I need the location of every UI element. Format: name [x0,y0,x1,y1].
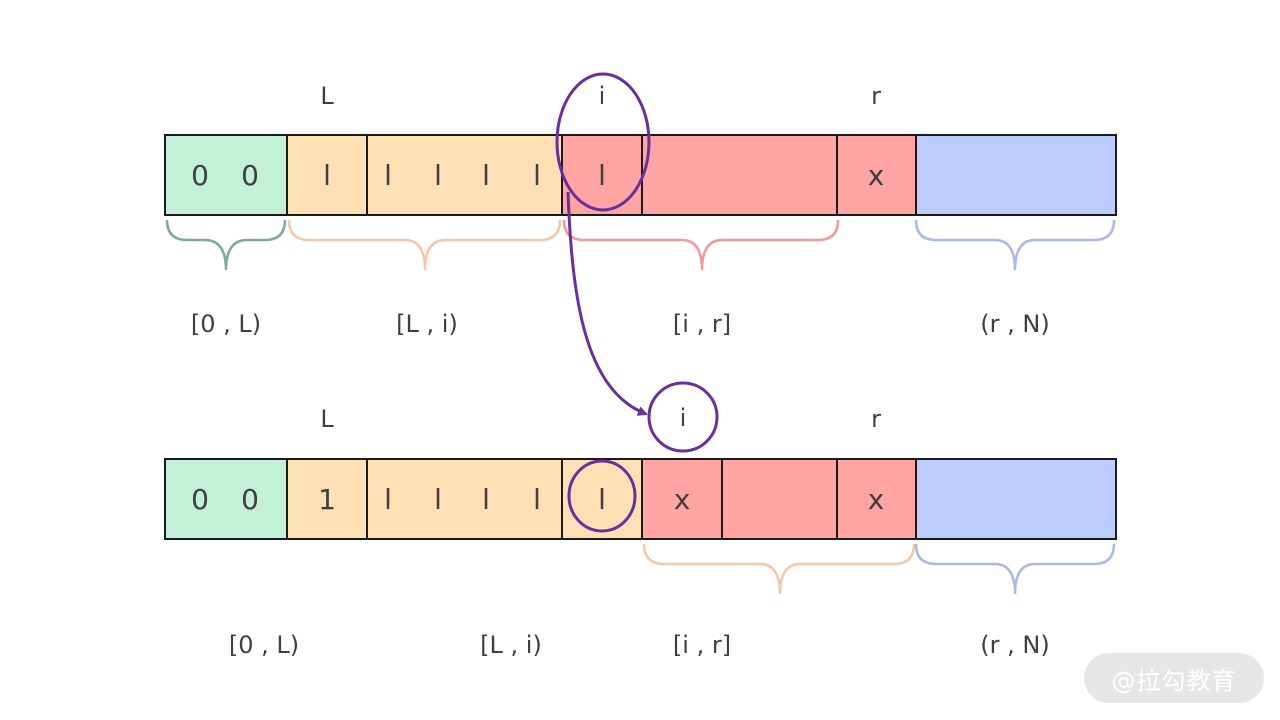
bottom-range-label: [L , i) [480,631,542,659]
top-brace-unknown [562,219,840,271]
top-cell: l [323,159,331,192]
top-cell: l [384,159,392,192]
bottom-range-label: (r , N) [980,631,1049,659]
top-cell: l [533,159,541,192]
bottom-marker-L: L [320,405,334,433]
bottom-cell: l [434,483,442,516]
top-range-label: (r , N) [980,310,1049,338]
bottom-cell: 1 [318,483,336,516]
top-cell: x [868,159,885,192]
top-range-label: [L , i) [396,310,458,338]
bottom-brace-greater [914,543,1116,595]
watermark-text: @拉勾教育 [1111,666,1237,695]
top-greater-region [916,135,1116,215]
bottom-cell: l [533,483,541,516]
bottom-cell: l [598,483,606,516]
bottom-zero-region [165,459,287,539]
top-marker-r: r [871,82,881,110]
top-i-highlight-circle [555,72,651,212]
top-cell: 0 [191,159,209,192]
bottom-cell: x [674,483,691,516]
bottom-swapped-highlight-circle [567,459,637,533]
top-marker-i: i [599,82,606,110]
top-cell: 0 [241,159,259,192]
watermark-badge: @拉勾教育 [1084,653,1264,703]
top-array-outline [164,134,1117,216]
bottom-cell: x [868,483,885,516]
bottom-greater-region [916,459,1116,539]
top-cell: l [482,159,490,192]
bottom-cell: 0 [191,483,209,516]
bottom-cell: l [384,483,392,516]
top-zero-region [165,135,287,215]
top-unknown-region [562,135,916,215]
bottom-array: 0 0 1 l l l l l x x L i r [0 , L) [L , i… [164,381,1117,659]
top-array: 0 0 l l l l l l x L i r [0 , L) [L , i) … [164,72,1117,338]
top-range-label: [i , r] [673,310,731,338]
bottom-brace-unknown [642,543,916,595]
top-less-region [287,135,562,215]
bottom-cell: 0 [241,483,259,516]
top-brace-greater [914,219,1116,271]
top-cell: l [598,159,606,192]
bottom-i-highlight-circle [647,381,719,453]
top-brace-less [287,219,562,271]
bottom-marker-r: r [871,405,881,433]
top-range-label: [0 , L) [191,310,261,338]
bottom-range-label: [i , r] [673,631,731,659]
bottom-array-outline [164,458,1117,540]
bottom-unknown-region [642,459,916,539]
bottom-range-label: [0 , L) [229,631,299,659]
swap-arrow [566,191,648,416]
top-marker-L: L [320,82,334,110]
bottom-cell: l [482,483,490,516]
bottom-marker-i: i [680,404,687,432]
top-brace-zero [165,219,287,271]
top-cell: l [434,159,442,192]
